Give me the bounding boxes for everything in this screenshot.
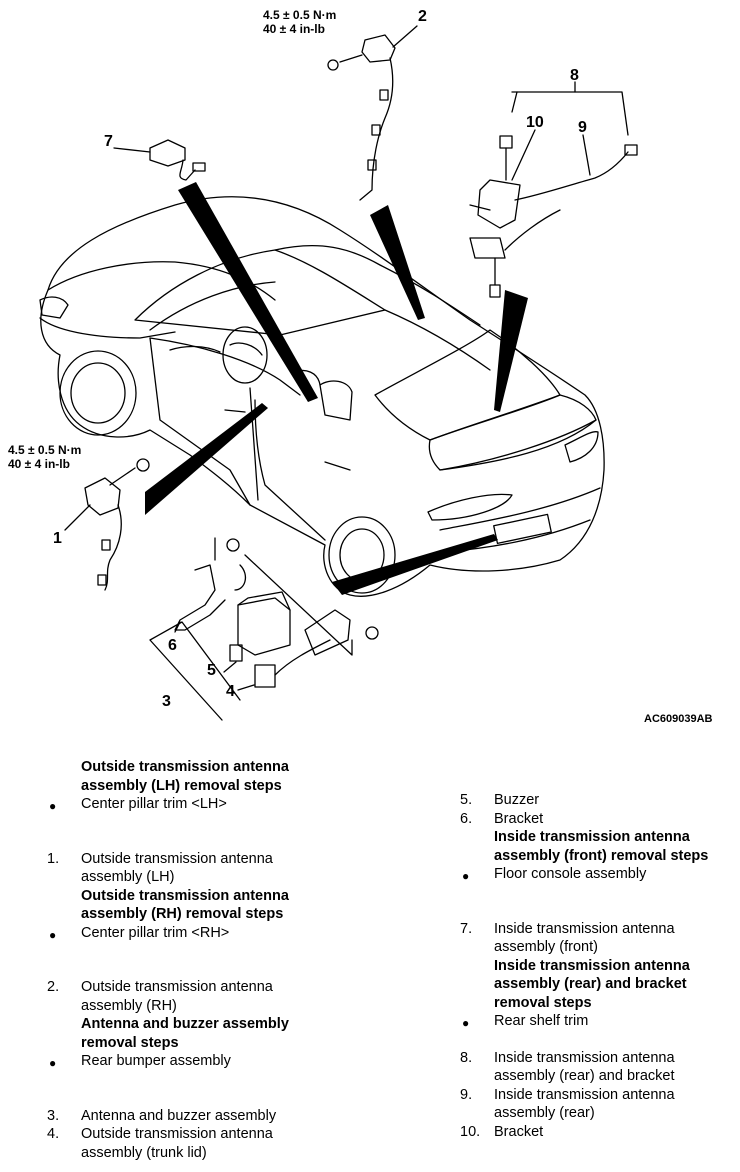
step-text: Outside transmission antenna assembly (L… <box>81 850 273 886</box>
heading-inside-rear-removal: Inside transmission antenna assembly (re… <box>494 957 690 1011</box>
torque-spec-left-nm: 4.5 ± 0.5 N·m <box>8 443 82 457</box>
callout-9: 9 <box>578 119 587 136</box>
callout-8: 8 <box>570 67 579 84</box>
bullet-text: Center pillar trim <LH> <box>81 796 227 812</box>
step-number: 7. <box>460 920 473 937</box>
bullet-text: Rear bumper assembly <box>81 1053 231 1069</box>
step-number: 1. <box>47 850 60 867</box>
step-8: 8. Inside transmission antenna assembly … <box>460 1049 730 1086</box>
bullet-text: Center pillar trim <RH> <box>81 924 230 941</box>
bullet-icon: ● <box>49 799 57 813</box>
step-number: 8. <box>460 1049 473 1066</box>
callout-2: 2 <box>418 8 427 25</box>
part-1-antenna <box>64 458 150 591</box>
callout-4: 4 <box>226 683 235 700</box>
part-3-assembly <box>149 537 379 721</box>
part-8-antenna-bracket <box>469 81 638 298</box>
step-number: 2. <box>47 979 60 995</box>
step-10: 10. Bracket <box>460 1123 730 1142</box>
step-7: 7. Inside transmission antenna assembly … <box>460 920 730 957</box>
callout-3: 3 <box>162 693 171 710</box>
heading-inside-front-removal: Inside transmission antenna assembly (fr… <box>494 829 709 864</box>
callout-10: 10 <box>526 114 544 131</box>
step-number: 5. <box>460 792 473 808</box>
step-6: 6. Bracket <box>460 810 730 829</box>
figure-id: AC609039AB <box>644 713 713 725</box>
torque-spec-left-inlb: 40 ± 4 in-lb <box>8 457 70 471</box>
part-7-antenna <box>113 139 206 181</box>
step-number: 3. <box>47 1107 60 1124</box>
pointer-wedges <box>145 182 528 595</box>
step-text: Outside transmission antenna assembly (R… <box>81 979 273 1014</box>
car-body <box>39 196 605 597</box>
bullet-icon: ● <box>462 869 470 883</box>
step-4: 4. Outside transmission antenna assembly… <box>47 1125 337 1162</box>
step-text: Antenna and buzzer assembly <box>81 1107 277 1124</box>
torque-spec-top: 4.5 ± 0.5 N·m 40 ± 4 in-lb <box>263 8 336 36</box>
heading-buzzer-removal: Antenna and buzzer assembly removal step… <box>81 1016 289 1051</box>
bullet-rear-bumper: ● Rear bumper assembly <box>47 1052 337 1071</box>
step-text: Inside transmission antenna assembly (re… <box>494 1086 675 1122</box>
step-5: 5. Buzzer <box>460 791 730 810</box>
step-number: 10. <box>460 1123 481 1140</box>
bullet-rear-shelf: ● Rear shelf trim <box>460 1012 730 1031</box>
step-text: Inside transmission antenna assembly (re… <box>494 1049 675 1085</box>
bullet-text: Rear shelf trim <box>494 1013 589 1029</box>
part-2-antenna <box>327 25 418 201</box>
callout-1: 1 <box>53 530 62 547</box>
callout-6: 6 <box>168 637 177 654</box>
heading-rh-removal: Outside transmission antenna assembly (R… <box>81 887 289 923</box>
step-number: 4. <box>47 1126 60 1142</box>
step-text: Bracket <box>494 810 544 827</box>
step-text: Buzzer <box>494 792 540 808</box>
car-diagram <box>39 25 638 721</box>
bullet-icon: ● <box>49 927 57 942</box>
bullet-icon: ● <box>49 1056 57 1070</box>
step-number: 6. <box>460 810 473 827</box>
step-text: Bracket <box>494 1123 544 1140</box>
callout-5: 5 <box>207 662 216 679</box>
illustration: 1 2 3 4 5 6 7 8 9 10 4.5 ± 0.5 N·m 40 ± … <box>8 8 713 725</box>
torque-spec-top-nm: 4.5 ± 0.5 N·m <box>263 8 337 22</box>
step-3: 3. Antenna and buzzer assembly <box>47 1107 337 1126</box>
heading-lh-removal: Outside transmission antenna assembly (L… <box>81 759 289 794</box>
bullet-center-pillar-rh: ● Center pillar trim <RH> <box>47 924 337 943</box>
bullet-icon: ● <box>462 1016 470 1030</box>
step-number: 9. <box>460 1086 473 1103</box>
removal-steps-right: 5. Buzzer 6. Bracket Inside transmission… <box>460 791 730 1141</box>
bullet-floor-console: ● Floor console assembly <box>460 865 730 884</box>
removal-steps-left: Outside transmission antenna assembly (L… <box>47 758 337 1162</box>
bullet-text: Floor console assembly <box>494 866 647 882</box>
step-9: 9. Inside transmission antenna assembly … <box>460 1086 730 1123</box>
torque-spec-top-inlb: 40 ± 4 in-lb <box>263 22 325 36</box>
callout-7: 7 <box>104 133 113 150</box>
step-1: 1. Outside transmission antenna assembly… <box>47 850 337 887</box>
torque-spec-left: 4.5 ± 0.5 N·m 40 ± 4 in-lb <box>8 443 81 471</box>
bullet-center-pillar-lh: ● Center pillar trim <LH> <box>47 795 337 814</box>
step-2: 2. Outside transmission antenna assembly… <box>47 978 337 1015</box>
step-text: Inside transmission antenna assembly (fr… <box>494 920 675 956</box>
step-text: Outside transmission antenna assembly (t… <box>81 1126 273 1161</box>
